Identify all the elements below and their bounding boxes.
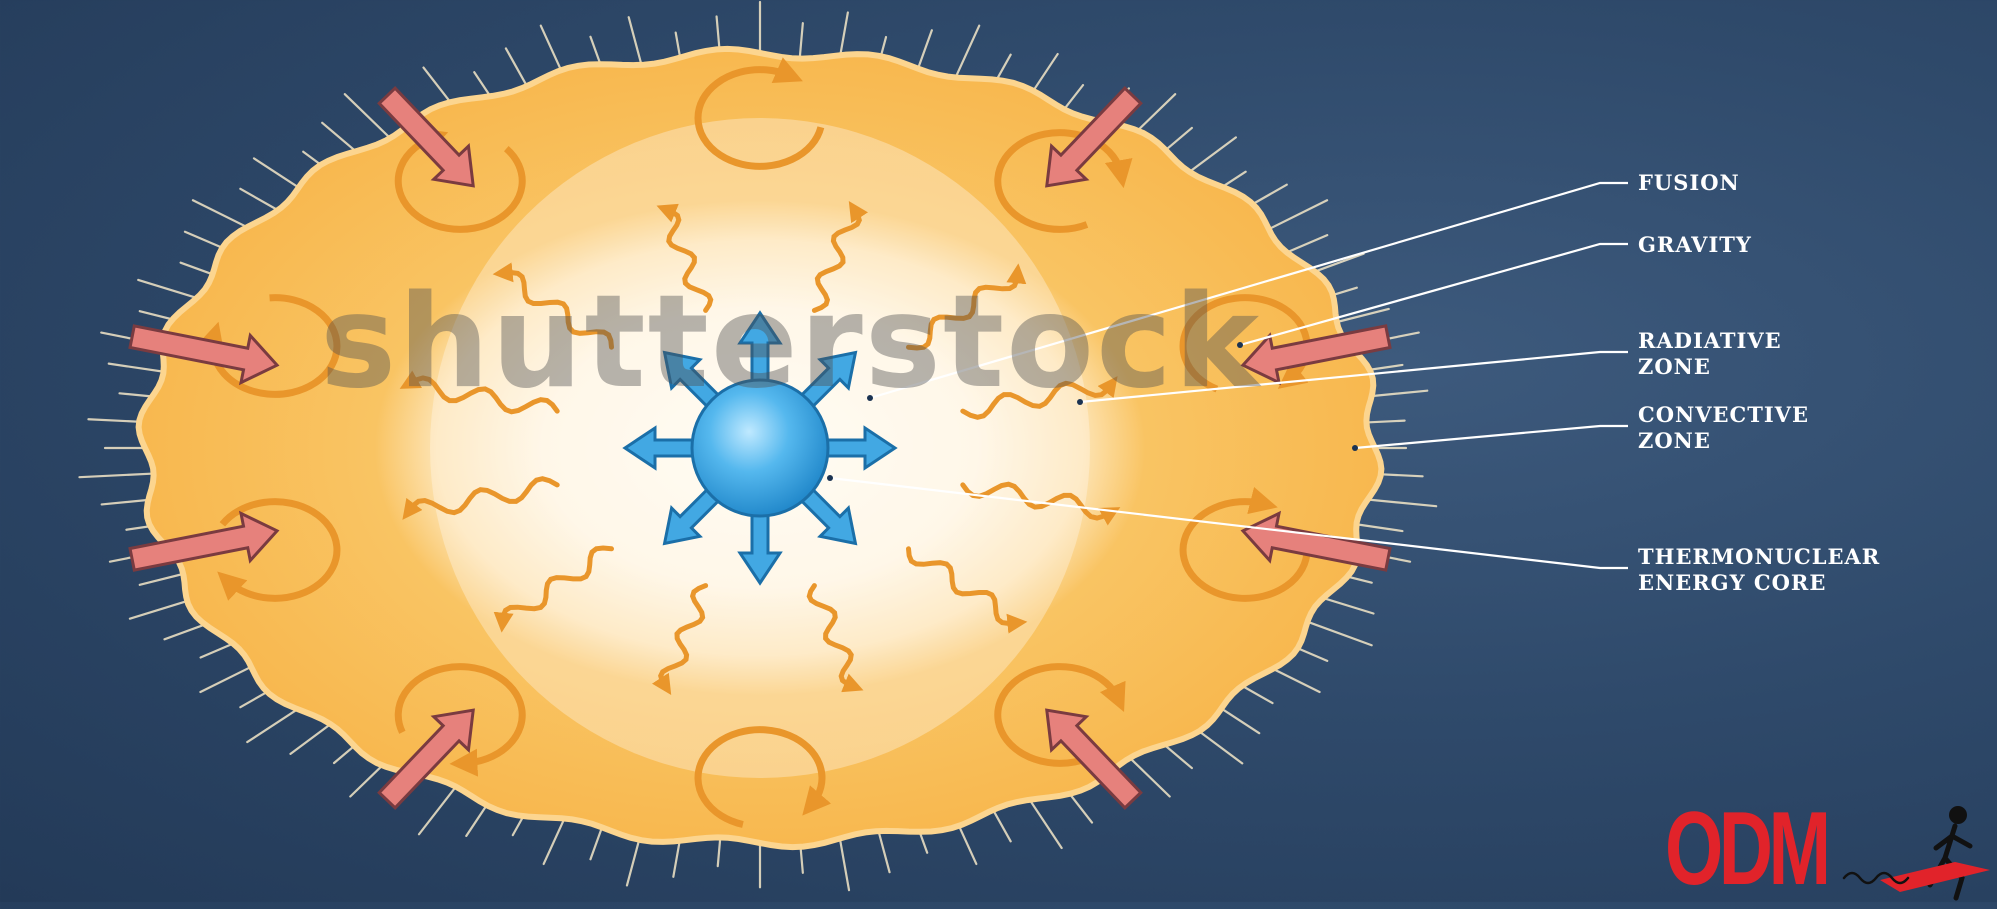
spike: [419, 781, 460, 834]
label-radiative-zone: RADIATIVE ZONE: [1638, 328, 1782, 380]
odm-logo: ODM: [1665, 800, 1985, 900]
watermark: shutterstock: [320, 268, 1261, 417]
leader-convective: [1355, 426, 1628, 448]
logo-text: ODM: [1665, 790, 1827, 909]
label-gravity: GRAVITY: [1638, 232, 1752, 258]
label-fusion: FUSION: [1638, 170, 1740, 196]
label-convective-zone: CONVECTIVE ZONE: [1638, 402, 1809, 454]
spike: [79, 473, 161, 477]
label-thermonuclear-core: THERMONUCLEAR ENERGY CORE: [1638, 544, 1880, 596]
